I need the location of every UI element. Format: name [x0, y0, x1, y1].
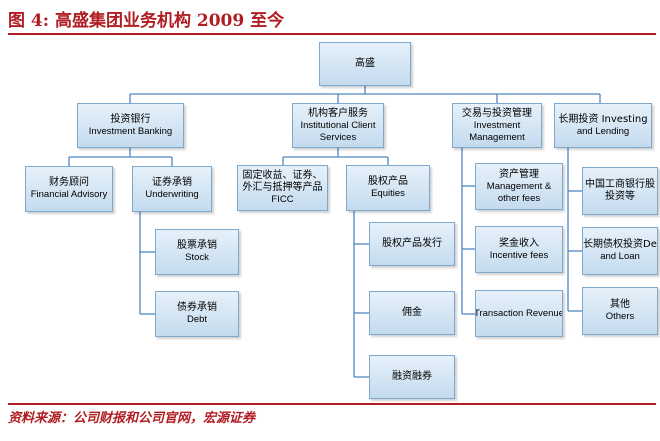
node-equities-en: Equities	[371, 188, 405, 199]
node-underwriting-en: Underwriting	[145, 189, 199, 200]
node-others: 其他 Others	[582, 287, 658, 335]
node-margin-financing-label: 融资融券	[392, 371, 432, 382]
source-rule	[8, 403, 656, 405]
node-investing-lending: 长期投资 Investing and Lending	[554, 103, 652, 148]
node-ics-label: 机构客户服务	[308, 107, 368, 119]
figure-title: 图 4: 高盛集团业务机构 2009 至今	[8, 11, 285, 31]
node-management-fees-en1: Management &	[486, 180, 552, 192]
node-financial-advisory-en: Financial Advisory	[30, 189, 108, 200]
node-transaction-revenue-en: Transaction Revenue	[475, 307, 563, 319]
node-transaction-revenue: Transaction Revenue	[475, 290, 563, 337]
node-management-fees-label: 资产管理	[499, 168, 539, 180]
node-equity-issuance: 股权产品发行	[369, 222, 455, 266]
node-ics-en-line1: Institutional Client	[300, 119, 376, 131]
node-incentive-fees-label: 奖金收入	[499, 237, 539, 249]
node-stock-en: Stock	[185, 252, 209, 263]
node-debt-en: Debt	[186, 314, 208, 325]
node-il-line1: 长期投资 Investing	[558, 113, 648, 125]
node-others-label: 其他	[610, 299, 630, 310]
node-icbc-line1: 中国工商银行股	[585, 179, 655, 190]
node-investment-management: 交易与投资管理 Investment Management	[452, 103, 542, 148]
node-debt-label: 债券承销	[177, 302, 217, 313]
node-ficc-line1: 固定收益、证券、	[242, 170, 323, 181]
node-commission-label: 佣金	[402, 307, 422, 318]
node-margin-financing: 融资融券	[369, 355, 455, 399]
node-institutional-client-services: 机构客户服务 Institutional Client Services	[292, 103, 384, 148]
node-investment-banking: 投资银行 Investment Banking	[77, 103, 184, 148]
source-note: 资料来源：公司财报和公司官网，宏源证券	[8, 411, 256, 426]
node-il-line2: and Lending	[576, 125, 630, 137]
node-equity-issuance-label: 股权产品发行	[382, 238, 442, 249]
node-debt-and-loan: 长期债权投资De and Loan	[582, 227, 658, 275]
node-stock-label: 股票承销	[177, 240, 217, 251]
node-goldman-sachs: 高盛	[319, 42, 411, 86]
node-incentive-fees: 奖金收入 Incentive fees	[475, 226, 563, 273]
node-equities-label: 股权产品	[368, 176, 408, 187]
node-financial-advisory: 财务顾问 Financial Advisory	[25, 166, 113, 212]
node-debt-underwriting: 债券承销 Debt	[155, 291, 239, 337]
node-stock-underwriting: 股票承销 Stock	[155, 229, 239, 275]
node-ics-en-line2: Services	[319, 131, 357, 143]
node-commission: 佣金	[369, 291, 455, 335]
node-debt-loan-line1: 长期债权投资De	[583, 239, 657, 250]
node-management-fees-en2: other fees	[497, 192, 541, 204]
node-im-en-line2: Management	[469, 131, 525, 143]
node-goldman-sachs-label: 高盛	[355, 58, 375, 69]
title-rule	[8, 33, 656, 35]
node-financial-advisory-label: 财务顾问	[49, 177, 89, 188]
node-ficc: 固定收益、证券、 外汇与抵押等产品 FICC	[237, 165, 328, 211]
node-ficc-en: FICC	[271, 194, 294, 205]
node-icbc-investment: 中国工商银行股 投资等	[582, 167, 658, 215]
node-im-en-line1: Investment	[473, 119, 521, 131]
node-underwriting-label: 证券承销	[152, 177, 192, 188]
node-management-fees: 资产管理 Management & other fees	[475, 163, 563, 210]
node-equities: 股权产品 Equities	[346, 165, 430, 211]
node-others-en: Others	[605, 311, 635, 322]
node-ficc-line2: 外汇与抵押等产品	[242, 182, 323, 193]
node-icbc-line2: 投资等	[605, 191, 635, 202]
node-debt-loan-line2: and Loan	[600, 251, 640, 262]
node-investment-banking-en: Investment Banking	[88, 125, 173, 137]
node-underwriting: 证券承销 Underwriting	[132, 166, 212, 212]
node-investment-banking-label: 投资银行	[110, 113, 151, 125]
node-incentive-fees-en: Incentive fees	[489, 249, 549, 261]
node-im-label: 交易与投资管理	[462, 107, 532, 119]
